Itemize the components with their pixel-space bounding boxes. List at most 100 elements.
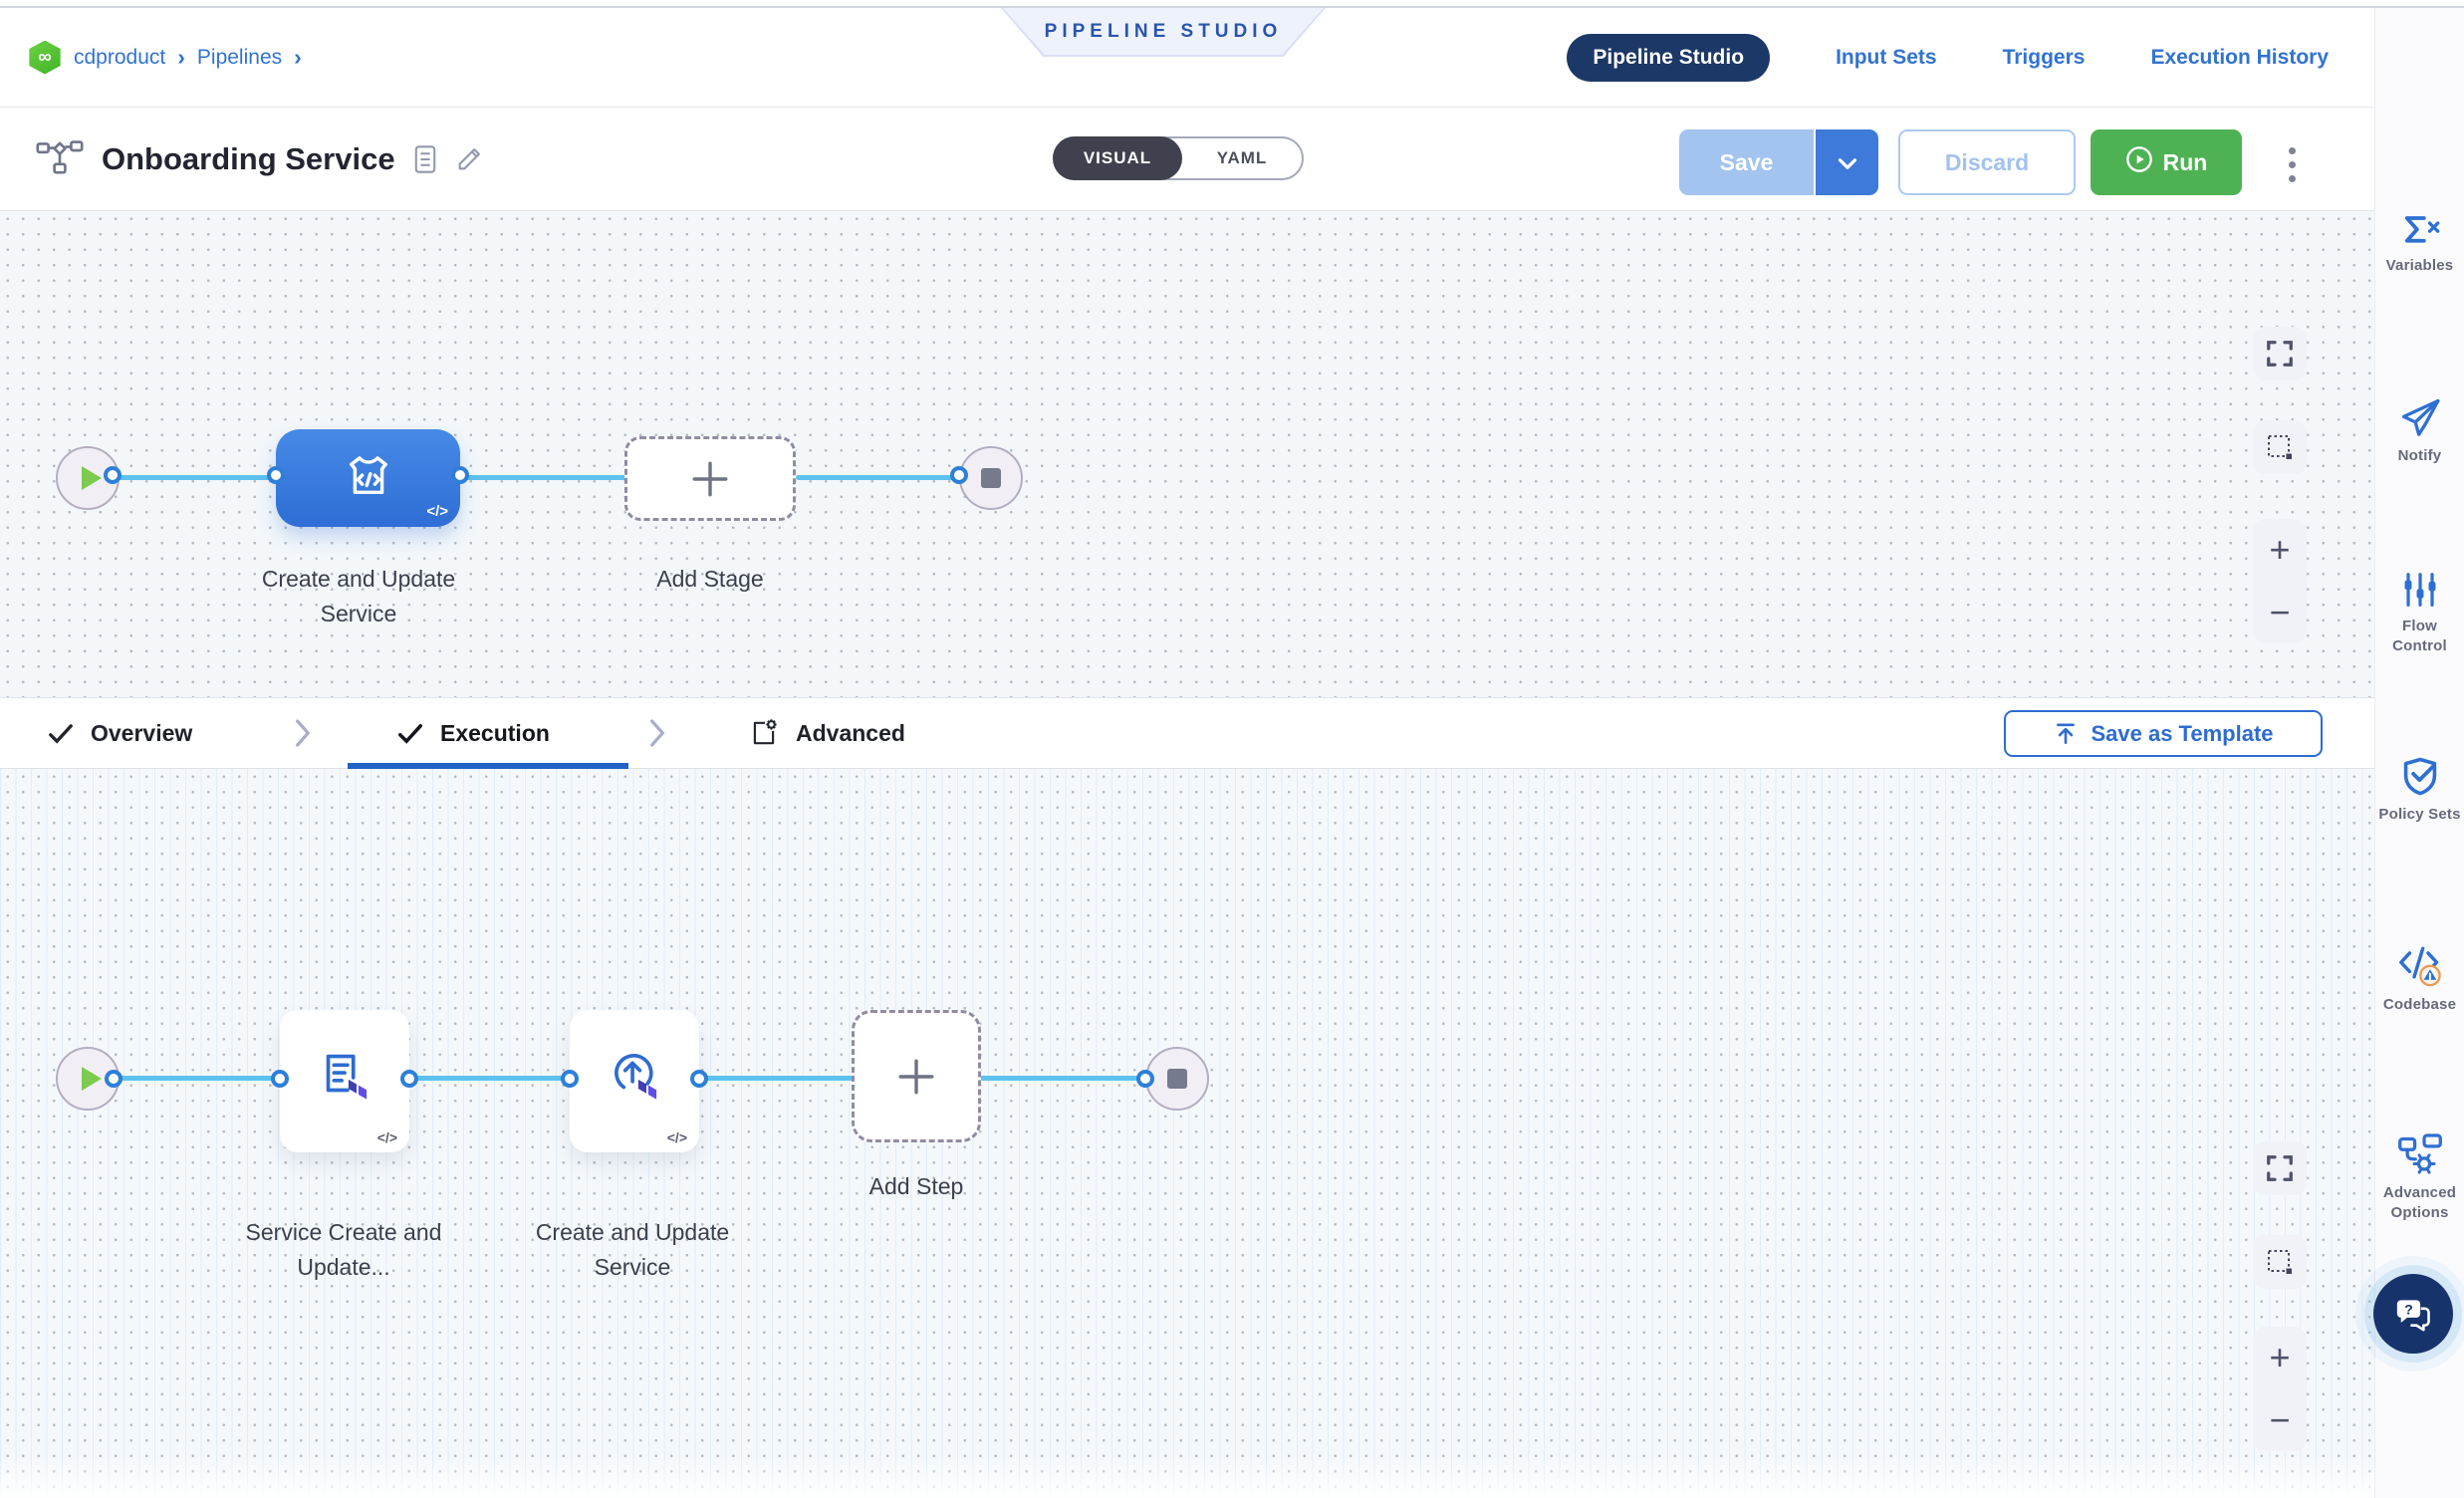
sigma-variables-icon — [2404, 216, 2439, 243]
connector-line — [796, 475, 961, 480]
breadcrumb: ∞ cdproduct › Pipelines › — [28, 8, 302, 107]
top-nav: Pipeline Studio Input Sets Triggers Exec… — [1567, 8, 2329, 107]
add-step-button[interactable] — [852, 1010, 981, 1142]
connector-line — [112, 475, 279, 480]
stage-label: Create and Update Service — [261, 566, 456, 626]
tab-input-sets[interactable]: Input Sets — [1836, 45, 1937, 69]
harness-logo-icon[interactable]: ∞ — [29, 40, 61, 75]
connector-line — [112, 1076, 283, 1081]
sidebar-item-advanced-options[interactable]: Advanced Options — [2375, 1132, 2464, 1224]
connector-port — [451, 466, 469, 484]
add-stage-button[interactable] — [624, 436, 796, 521]
tab-triggers[interactable]: Triggers — [2002, 45, 2086, 69]
code-badge: </> — [376, 1129, 397, 1145]
zoom-in-button[interactable]: + — [2269, 1337, 2291, 1378]
top-divider — [0, 6, 2464, 8]
breadcrumb-pipelines[interactable]: Pipelines — [196, 45, 283, 69]
kebab-menu-icon[interactable] — [2272, 141, 2312, 187]
save-button[interactable]: Save — [1679, 129, 1814, 195]
connector-port — [561, 1070, 579, 1088]
pipeline-graph-icon — [36, 139, 84, 179]
execution-end-node[interactable] — [1145, 1047, 1209, 1111]
zoom-out-button[interactable]: − — [2269, 1398, 2291, 1440]
sidebar-item-flow-control[interactable]: Flow Control — [2375, 570, 2464, 657]
marquee-select-button[interactable] — [2253, 420, 2307, 474]
connector-line — [697, 1076, 855, 1081]
chevron-down-icon — [1838, 149, 1857, 176]
stage-tab-bar: Overview Execution Advanced — [0, 697, 2374, 769]
connector-line — [407, 1076, 573, 1081]
fullscreen-icon — [2267, 1155, 2293, 1181]
sidebar-item-policy-sets[interactable]: Policy Sets — [2375, 754, 2464, 825]
save-dropdown-button[interactable] — [1814, 129, 1878, 195]
fullscreen-button[interactable] — [2253, 1141, 2307, 1195]
sidebar-item-codebase[interactable]: Codebase — [2375, 943, 2464, 1015]
plus-icon — [692, 461, 728, 496]
sidebar-item-notify[interactable]: Notify — [2375, 395, 2464, 466]
code-badge: </> — [666, 1129, 687, 1145]
service-stage-icon — [340, 447, 397, 510]
advanced-settings-icon — [753, 719, 777, 745]
zoom-in-button[interactable]: + — [2269, 529, 2291, 571]
marquee-select-icon — [2267, 1249, 2292, 1274]
stop-icon — [981, 468, 1001, 488]
execution-start-node[interactable] — [56, 1047, 120, 1111]
canvas-bottom-fade — [0, 1458, 2374, 1498]
play-icon — [81, 1067, 102, 1091]
code-badge: </> — [426, 503, 448, 520]
stop-icon — [1167, 1069, 1187, 1089]
codebase-warning-icon — [2398, 946, 2441, 987]
visual-yaml-toggle[interactable]: VISUAL YAML — [1053, 136, 1304, 180]
connector-port — [400, 1070, 418, 1088]
step-node-create-update-service[interactable]: </> — [570, 1010, 699, 1152]
top-header: ∞ cdproduct › Pipelines › Pipeline Studi… — [0, 8, 2374, 108]
connector-line — [979, 1076, 1148, 1081]
edit-pencil-icon[interactable] — [455, 145, 483, 173]
tab-overview[interactable]: Overview — [48, 698, 192, 768]
stage-canvas[interactable]: </> Create and Update Service Add Stage … — [0, 211, 2374, 697]
chevron-right-icon — [649, 698, 665, 768]
toggle-visual[interactable]: VISUAL — [1053, 136, 1182, 180]
step1-label: Service Create and Update... — [245, 1219, 442, 1280]
connector-port — [267, 466, 285, 484]
step-node-service-create-update[interactable]: </> — [280, 1010, 409, 1152]
add-step-label: Add Step — [868, 1173, 964, 1199]
breadcrumb-project[interactable]: cdproduct — [74, 45, 166, 69]
tab-pipeline-studio[interactable]: Pipeline Studio — [1567, 33, 1771, 82]
flow-control-sliders-icon — [2404, 573, 2435, 607]
connector-port — [104, 466, 122, 484]
add-stage-label: Add Stage — [656, 566, 764, 592]
tab-execution-history[interactable]: Execution History — [2150, 45, 2329, 69]
check-icon — [397, 723, 423, 744]
fullscreen-icon — [2267, 341, 2293, 367]
play-circle-icon — [2125, 145, 2153, 179]
chevron-right-icon — [295, 698, 311, 768]
description-doc-icon[interactable] — [413, 144, 437, 174]
tab-execution[interactable]: Execution — [397, 698, 550, 768]
execution-step-canvas[interactable]: </> </> S — [0, 769, 2374, 1498]
help-chat-button[interactable]: ? — [2373, 1274, 2453, 1354]
pipeline-studio-banner: PIPELINE STUDIO — [1001, 8, 1326, 57]
discard-button[interactable]: Discard — [1898, 129, 2076, 195]
connector-port — [1136, 1070, 1154, 1088]
marquee-select-button[interactable] — [2253, 1235, 2307, 1289]
marquee-select-icon — [2267, 434, 2292, 459]
help-chat-icon: ? — [2396, 1300, 2430, 1332]
pipeline-end-node[interactable] — [959, 446, 1023, 510]
stage-node-create-update-service[interactable]: </> — [276, 429, 460, 527]
check-icon — [49, 723, 73, 744]
play-icon — [81, 466, 102, 490]
step2-label: Create and Update Service — [535, 1219, 730, 1280]
fullscreen-button[interactable] — [2253, 327, 2307, 380]
chevron-right-icon: › — [294, 44, 302, 70]
title-toolbar: Onboarding Service VISUAL YAML Save — [0, 108, 2374, 211]
zoom-out-button[interactable]: − — [2269, 591, 2291, 632]
toggle-yaml[interactable]: YAML — [1216, 148, 1268, 167]
sidebar-item-variables[interactable]: Variables — [2375, 211, 2464, 276]
advanced-options-icon — [2397, 1133, 2442, 1174]
tab-advanced[interactable]: Advanced — [749, 698, 905, 768]
save-as-template-button[interactable]: Save as Template — [2004, 710, 2323, 757]
run-button[interactable]: Run — [2091, 129, 2242, 195]
zoom-controls: + − — [2253, 1327, 2307, 1451]
